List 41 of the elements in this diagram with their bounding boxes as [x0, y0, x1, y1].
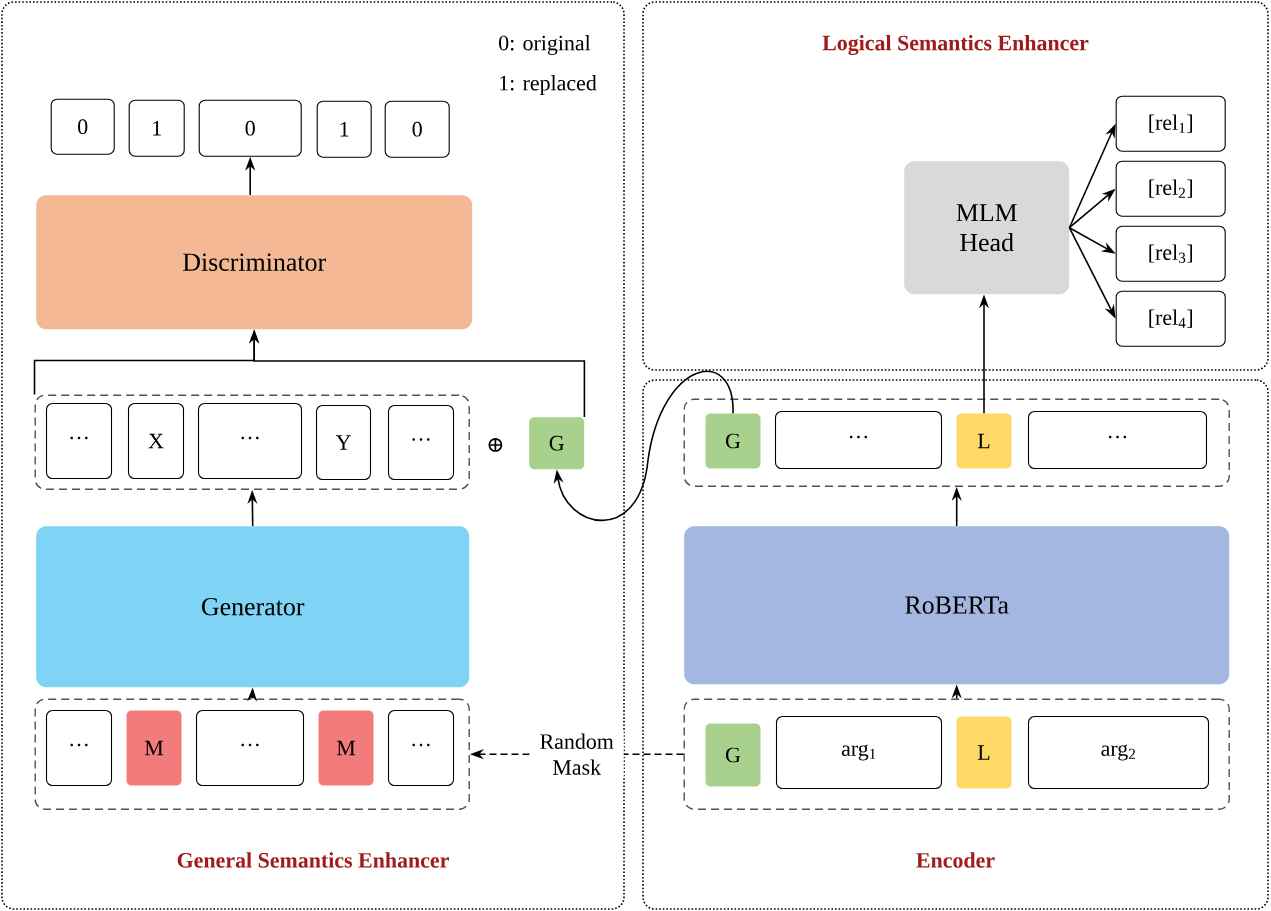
legend-text: 1: replaced — [500, 75, 597, 95]
token-box: [rel$_{4}$] — [1115, 290, 1226, 347]
model-block: Generator — [36, 526, 470, 688]
token-group — [683, 698, 1230, 810]
token-box: arg$_{1}$ — [775, 715, 943, 790]
token-box: Y — [315, 404, 372, 481]
model-block: MLM Head — [904, 161, 1070, 295]
token-group — [683, 398, 1230, 487]
token-box: [rel$_{1}$] — [1115, 95, 1226, 152]
token-chip: G — [705, 413, 761, 469]
token-chip: L — [956, 413, 1012, 469]
token-box: [rel$_{3}$] — [1115, 225, 1226, 282]
token-box: ··· — [774, 410, 943, 470]
token-chip: G — [705, 723, 761, 787]
token-box: 1 — [128, 99, 185, 157]
token-box: ··· — [387, 709, 455, 787]
token-chip: M — [318, 710, 374, 786]
legend-text: 0: original — [499, 35, 591, 55]
token-chip: L — [956, 716, 1012, 789]
model-block: RoBERTa — [684, 526, 1230, 685]
token-box: ··· — [45, 709, 113, 787]
token-chip: G — [529, 417, 585, 470]
token-box: ··· — [45, 402, 113, 480]
token-group — [34, 698, 470, 810]
token-box: ··· — [197, 402, 303, 480]
token-box: X — [127, 402, 185, 480]
token-box: [rel$_{2}$] — [1115, 160, 1226, 217]
token-box: 0 — [198, 99, 302, 157]
token-box: ··· — [195, 709, 305, 787]
token-box: 1 — [316, 100, 372, 158]
token-box: 0 — [384, 100, 450, 158]
token-box: ··· — [387, 404, 455, 481]
edge-label: Random Mask — [529, 731, 624, 777]
token-group — [34, 394, 470, 490]
token-chip: M — [126, 710, 182, 786]
arrow — [553, 370, 734, 522]
token-box: 0 — [50, 98, 115, 155]
plus-symbol: ⊕ — [488, 438, 503, 452]
model-block: Discriminator — [36, 195, 473, 330]
token-box: arg$_{2}$ — [1027, 715, 1210, 790]
token-box: ··· — [1027, 410, 1208, 470]
